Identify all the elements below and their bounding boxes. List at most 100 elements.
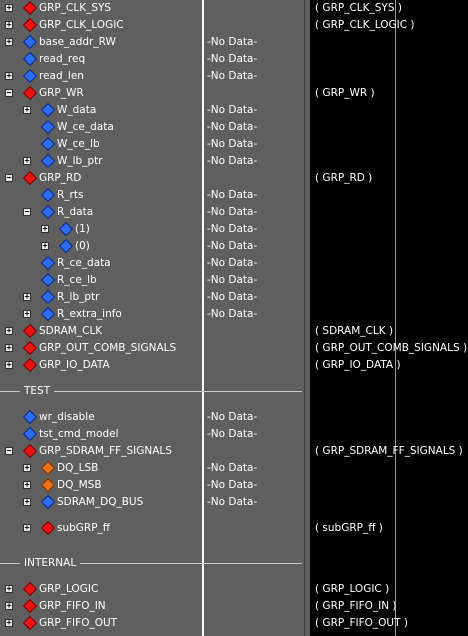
signal-name[interactable]: GRP_CLK_LOGIC bbox=[39, 19, 124, 31]
column-divider[interactable] bbox=[202, 0, 204, 636]
expand-icon[interactable]: + bbox=[23, 463, 31, 472]
expand-icon[interactable]: + bbox=[5, 584, 13, 593]
signal-name[interactable]: (1) bbox=[75, 223, 90, 235]
signal-row[interactable]: +R_lb_ptr-No Data- bbox=[0, 289, 468, 306]
expand-icon[interactable]: + bbox=[41, 224, 49, 233]
signal-name[interactable]: DQ_MSB bbox=[57, 479, 102, 491]
collapse-icon[interactable]: − bbox=[5, 88, 13, 97]
expand-icon[interactable]: + bbox=[5, 343, 13, 352]
signal-row[interactable]: W_ce_lb-No Data- bbox=[0, 136, 468, 153]
signal-row[interactable]: R_rts-No Data- bbox=[0, 187, 468, 204]
signal-name[interactable]: read_len bbox=[39, 70, 84, 82]
expand-icon[interactable]: + bbox=[5, 37, 13, 46]
cursor-line[interactable] bbox=[395, 0, 396, 636]
signal-name[interactable]: (0) bbox=[75, 240, 90, 252]
signal-row[interactable]: +GRP_CLK_SYS( GRP_CLK_SYS ) bbox=[0, 0, 468, 17]
signal-name[interactable]: W_data bbox=[57, 104, 97, 116]
signal-row[interactable]: tst_cmd_model-No Data- bbox=[0, 426, 468, 443]
collapse-icon[interactable]: − bbox=[23, 207, 31, 216]
signal-name[interactable]: GRP_FIFO_OUT bbox=[39, 617, 118, 629]
signal-name[interactable]: W_ce_data bbox=[57, 121, 114, 133]
signal-name[interactable]: GRP_CLK_SYS bbox=[39, 2, 112, 14]
expand-icon[interactable]: + bbox=[5, 20, 13, 29]
wave-group-label: ( GRP_LOGIC ) bbox=[315, 583, 390, 595]
signal-row[interactable]: +GRP_OUT_COMB_SIGNALS( GRP_OUT_COMB_SIGN… bbox=[0, 340, 468, 357]
signal-row[interactable]: +DQ_LSB-No Data- bbox=[0, 460, 468, 477]
signal-row[interactable]: − GRP_RD ( GRP_RD ) bbox=[0, 170, 468, 187]
signal-row[interactable]: +R_extra_info-No Data- bbox=[0, 306, 468, 323]
signal-name[interactable]: W_ce_lb bbox=[57, 138, 100, 150]
signal-name[interactable]: R_rts bbox=[57, 189, 84, 201]
signal-name[interactable]: read_req bbox=[39, 53, 86, 65]
signal-row[interactable]: +GRP_FIFO_OUT( GRP_FIFO_OUT ) bbox=[0, 615, 468, 632]
expand-icon[interactable]: + bbox=[5, 360, 13, 369]
panel-splitter[interactable] bbox=[304, 0, 310, 636]
signal-row[interactable]: −R_data-No Data- bbox=[0, 204, 468, 221]
signal-value-panel bbox=[204, 0, 304, 636]
signal-row[interactable]: +DQ_MSB-No Data- bbox=[0, 477, 468, 494]
signal-name[interactable]: wr_disable bbox=[39, 411, 95, 423]
expand-icon[interactable]: + bbox=[23, 156, 31, 165]
signal-diamond-icon bbox=[40, 272, 56, 288]
divider-line bbox=[54, 391, 302, 392]
signal-name[interactable]: R_ce_data bbox=[57, 257, 111, 269]
signal-row[interactable]: + GRP_LOGIC ( GRP_LOGIC ) bbox=[0, 581, 468, 598]
signal-name[interactable]: R_data bbox=[57, 206, 94, 218]
signal-row[interactable]: −GRP_WR( GRP_WR ) bbox=[0, 85, 468, 102]
signal-name[interactable]: subGRP_ff bbox=[57, 522, 111, 534]
expand-icon[interactable]: + bbox=[23, 497, 31, 506]
signal-name[interactable]: DQ_LSB bbox=[57, 462, 99, 474]
expand-icon[interactable]: + bbox=[5, 618, 13, 627]
expand-icon[interactable]: + bbox=[5, 71, 13, 80]
signal-name[interactable]: GRP_OUT_COMB_SIGNALS bbox=[39, 342, 177, 354]
signal-row[interactable]: R_ce_lb -No Data- bbox=[0, 272, 468, 289]
signal-name[interactable]: GRP_SDRAM_FF_SIGNALS bbox=[39, 445, 172, 457]
signal-value: -No Data- bbox=[207, 274, 258, 286]
collapse-icon[interactable]: − bbox=[5, 173, 13, 182]
signal-name[interactable]: SDRAM_CLK bbox=[39, 325, 103, 337]
signal-row[interactable]: +W_data-No Data- bbox=[0, 102, 468, 119]
signal-row[interactable]: wr_disable-No Data- bbox=[0, 409, 468, 426]
signal-name[interactable]: W_lb_ptr bbox=[57, 155, 103, 167]
signal-row[interactable]: +GRP_FIFO_IN( GRP_FIFO_IN ) bbox=[0, 598, 468, 615]
signal-name[interactable]: GRP_FIFO_IN bbox=[39, 600, 106, 612]
signal-row[interactable]: +base_addr_RW-No Data- bbox=[0, 34, 468, 51]
signal-row[interactable]: +GRP_IO_DATA( GRP_IO_DATA ) bbox=[0, 357, 468, 374]
signal-row[interactable]: +read_len-No Data- bbox=[0, 68, 468, 85]
signal-name[interactable]: base_addr_RW bbox=[39, 36, 116, 48]
signal-name[interactable]: GRP_LOGIC bbox=[39, 583, 99, 595]
expand-icon[interactable]: + bbox=[23, 523, 31, 532]
expand-icon[interactable]: + bbox=[23, 292, 31, 301]
signal-name[interactable]: GRP_IO_DATA bbox=[39, 359, 110, 371]
expand-icon[interactable]: + bbox=[23, 480, 31, 489]
expand-icon[interactable]: + bbox=[5, 601, 13, 610]
signal-row[interactable]: +SDRAM_CLK( SDRAM_CLK ) bbox=[0, 323, 468, 340]
signal-name[interactable]: R_lb_ptr bbox=[57, 291, 100, 303]
signal-row[interactable]: +(1)-No Data- bbox=[0, 221, 468, 238]
signal-value: -No Data- bbox=[207, 155, 258, 167]
signal-row[interactable]: +(0)-No Data- bbox=[0, 238, 468, 255]
signal-row[interactable]: +SDRAM_DQ_BUS-No Data- bbox=[0, 494, 468, 511]
expand-icon[interactable]: + bbox=[23, 105, 31, 114]
signal-name[interactable]: GRP_RD bbox=[39, 172, 82, 184]
expand-icon[interactable]: + bbox=[5, 3, 13, 12]
group-diamond-icon bbox=[22, 340, 38, 356]
expand-icon[interactable]: + bbox=[5, 326, 13, 335]
signal-row[interactable]: + W_lb_ptr -No Data- bbox=[0, 153, 468, 170]
signal-row[interactable]: read_req-No Data- bbox=[0, 51, 468, 68]
waveform-panel[interactable] bbox=[310, 0, 468, 636]
signal-row[interactable]: −GRP_SDRAM_FF_SIGNALS( GRP_SDRAM_FF_SIGN… bbox=[0, 443, 468, 460]
signal-row[interactable]: R_ce_data-No Data- bbox=[0, 255, 468, 272]
collapse-icon[interactable]: − bbox=[5, 446, 13, 455]
signal-row[interactable]: W_ce_data-No Data- bbox=[0, 119, 468, 136]
signal-name[interactable]: SDRAM_DQ_BUS bbox=[57, 496, 144, 508]
signal-name[interactable]: R_extra_info bbox=[57, 308, 122, 320]
expand-icon[interactable]: + bbox=[41, 241, 49, 250]
wave-group-label: ( GRP_RD ) bbox=[315, 172, 373, 184]
expand-icon[interactable]: + bbox=[23, 309, 31, 318]
signal-row[interactable]: +subGRP_ff( subGRP_ff ) bbox=[0, 520, 468, 537]
signal-name[interactable]: GRP_WR bbox=[39, 87, 84, 99]
signal-name[interactable]: tst_cmd_model bbox=[39, 428, 119, 440]
signal-row[interactable]: +GRP_CLK_LOGIC( GRP_CLK_LOGIC ) bbox=[0, 17, 468, 34]
signal-name[interactable]: R_ce_lb bbox=[57, 274, 97, 286]
